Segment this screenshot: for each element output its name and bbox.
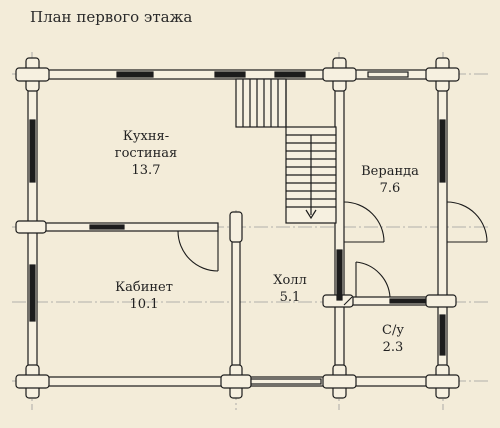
room-name: С/у [382, 323, 404, 338]
room-area: 10.1 [129, 297, 159, 312]
room-hall: Холл 5.1 [273, 272, 307, 306]
room-area: 13.7 [131, 163, 161, 178]
doors [177, 201, 488, 306]
room-name: Кабинет [115, 280, 173, 295]
room-area: 2.3 [382, 340, 404, 355]
room-name: Веранда [361, 164, 419, 179]
staircase [235, 78, 337, 224]
room-bathroom: С/у 2.3 [382, 322, 404, 356]
room-kitchen-living: Кухня- гостиная 13.7 [115, 128, 177, 179]
room-veranda: Веранда 7.6 [361, 163, 419, 197]
plan-title: План первого этажа [30, 8, 193, 26]
room-area: 5.1 [279, 290, 301, 305]
room-office: Кабинет 10.1 [115, 279, 173, 313]
room-name: Холл [273, 273, 307, 288]
room-area: 7.6 [379, 181, 401, 196]
windows [29, 71, 446, 385]
log-ends [15, 57, 460, 399]
room-name: Кухня- [122, 129, 170, 144]
room-name: гостиная [114, 146, 178, 161]
